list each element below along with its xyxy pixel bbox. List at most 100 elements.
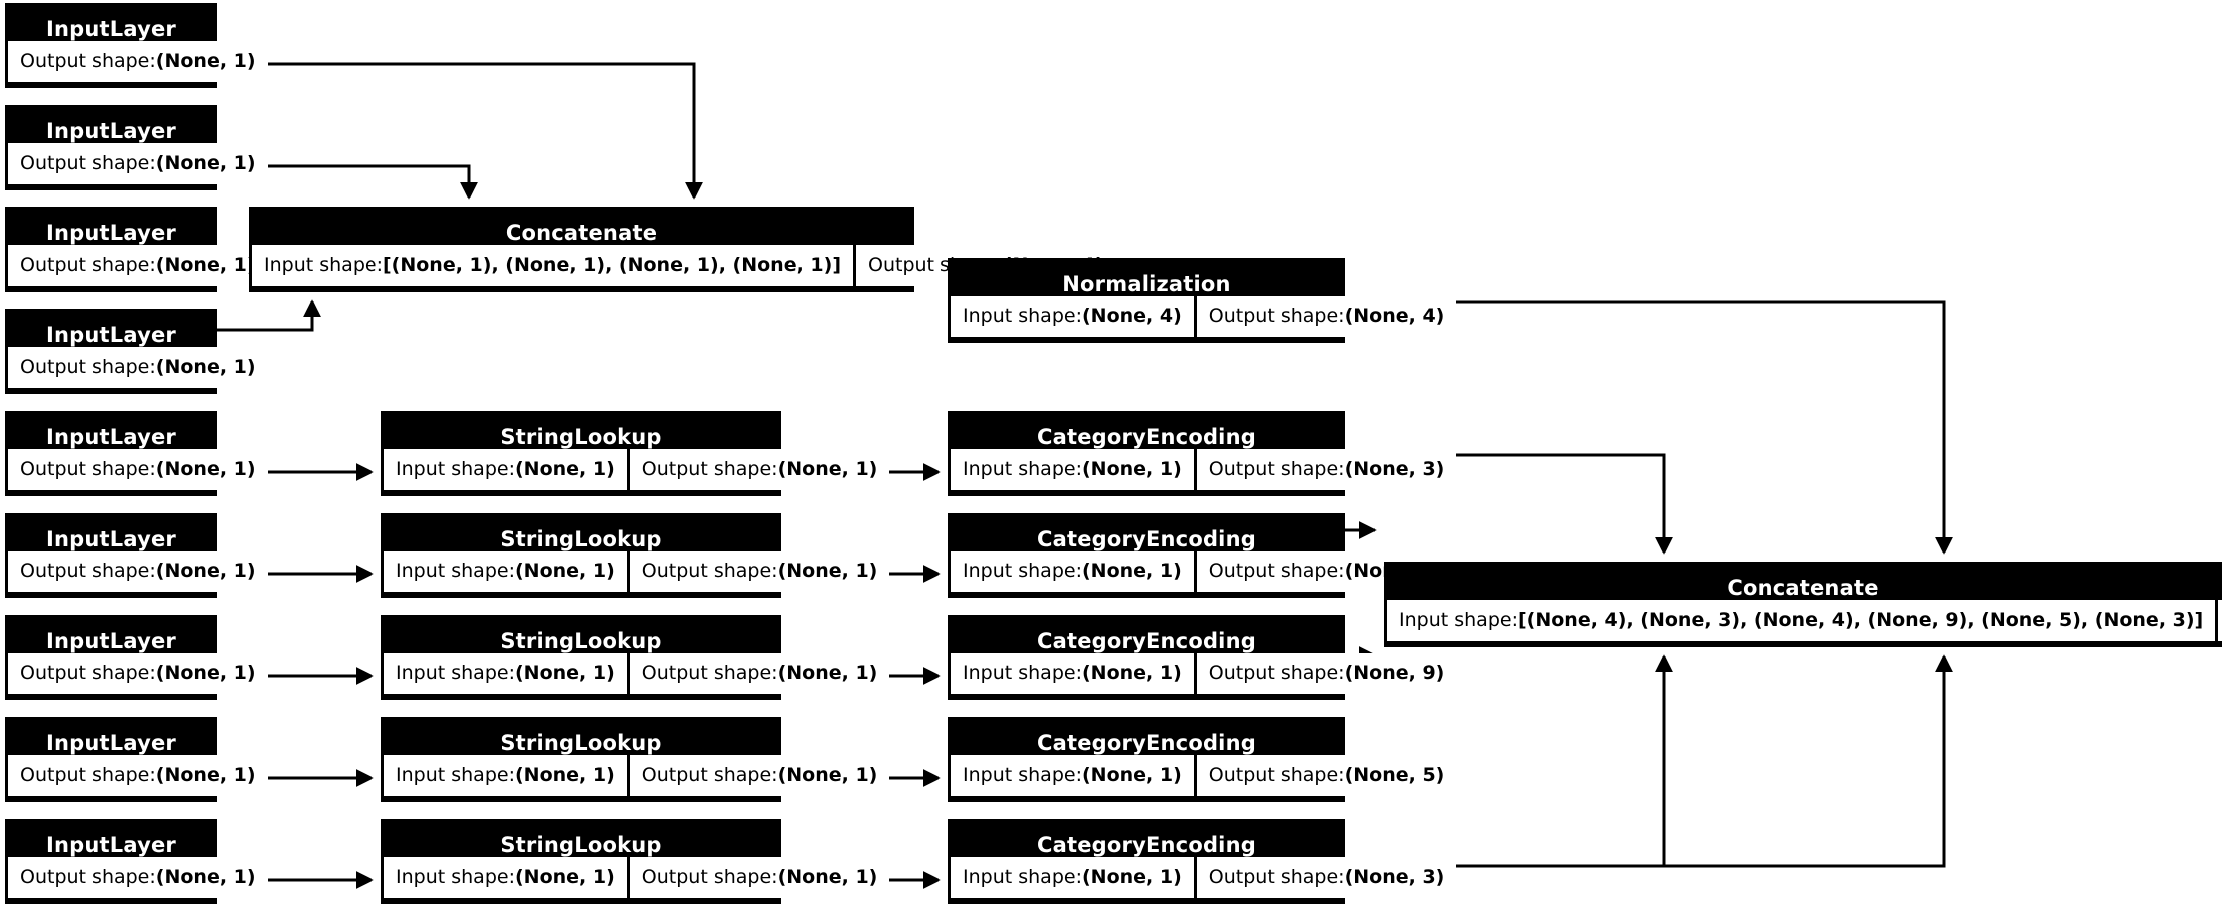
input-shape-label: Input shape:	[396, 662, 515, 684]
output-shape-cell: Output shape:(None, 3)	[1196, 449, 1457, 490]
output-shape-value: (None, 1)	[777, 764, 878, 786]
output-shape-cell: Output shape:(None, 1)	[629, 857, 890, 898]
output-shape-cell: Output shape:(None, 1)	[8, 347, 268, 388]
shape-row: Output shape:(None, 1)	[8, 551, 268, 595]
output-shape-value: (None, 4)	[1344, 305, 1445, 327]
layer-type-label: StringLookup	[384, 618, 778, 653]
output-shape-label: Output shape:	[1208, 305, 1345, 327]
output-shape-value: (None, 3)	[1344, 458, 1445, 480]
input-shape-label: Input shape:	[963, 764, 1082, 786]
output-shape-cell: Output shape:(None, 1)	[629, 755, 890, 796]
input-shape-cell: Input shape:[(None, 1), (None, 1), (None…	[252, 245, 853, 286]
input-shape-value: (None, 1)	[514, 662, 615, 684]
output-shape-label: Output shape:	[20, 458, 156, 480]
output-shape-cell: Output shape:(None, 1)	[8, 857, 268, 898]
shape-row: Output shape:(None, 1)	[8, 755, 268, 799]
shape-row: Output shape:(None, 1)	[8, 347, 268, 391]
output-shape-cell: Output shape:(None, 1)	[8, 245, 268, 286]
output-shape-value: (None, 1)	[155, 152, 256, 174]
output-shape-value: (None, 1)	[777, 458, 878, 480]
output-shape-cell: Output shape:(None, 5)	[1196, 755, 1457, 796]
shape-row: Input shape:(None, 1) Output shape:(None,…	[384, 551, 890, 595]
output-shape-cell: Output shape:(None, 1)	[8, 653, 268, 694]
output-shape-value: (None, 1)	[155, 356, 256, 378]
input-shape-label: Input shape:	[396, 764, 515, 786]
shape-row: Input shape:(None, 1) Output shape:(None,…	[951, 755, 1457, 799]
layer-type-label: CategoryEncoding	[951, 414, 1342, 449]
shape-row: Output shape:(None, 1)	[8, 245, 268, 289]
layer-type-label: InputLayer	[8, 210, 214, 245]
output-shape-cell: Output shape:(None, 9)	[1196, 653, 1457, 694]
output-shape-label: Output shape:	[641, 560, 778, 582]
output-shape-label: Output shape:	[641, 866, 778, 888]
output-shape-cell: Output shape:(None, 1)	[8, 41, 268, 82]
input-shape-cell: Input shape:(None, 1)	[951, 857, 1194, 898]
input-shape-value: (None, 4)	[1081, 305, 1182, 327]
layer-type-label: InputLayer	[8, 516, 214, 551]
output-shape-label: Output shape:	[20, 662, 156, 684]
input-shape-cell: Input shape:(None, 1)	[384, 551, 627, 592]
shape-row: Input shape:(None, 1)Output shape:(None,…	[384, 653, 890, 697]
input-shape-value: (None, 1)	[1081, 560, 1182, 582]
output-shape-value: (None, 1)	[155, 254, 256, 276]
output-shape-value: (None, 9)	[1344, 662, 1445, 684]
output-shape-value: (None, 1)	[155, 50, 256, 72]
output-shape-value: (None, 1)	[155, 662, 256, 684]
output-shape-cell: Output shape:(None, 3)	[1196, 857, 1457, 898]
edge-input_1-to-concat_num	[217, 62, 703, 200]
input-shape-label: Input shape:	[264, 254, 383, 276]
shape-row: Input shape:(None, 1)Output shape:(None,…	[951, 449, 1457, 493]
input-shape-label: Input shape:	[396, 866, 515, 888]
layer-type-label: InputLayer	[8, 6, 214, 41]
input-shape-value: (None, 1)	[514, 458, 615, 480]
layer-type-label: CategoryEncoding	[951, 618, 1342, 653]
output-shape-cell: Output shape:(None, 1)	[8, 449, 268, 490]
shape-row: Output shape:(None, 1)	[8, 653, 268, 697]
layer-type-label: CategoryEncoding	[951, 822, 1342, 857]
input-shape-value: (None, 1)	[514, 764, 615, 786]
shape-row: Input shape:(None, 1)Output shape:(None,…	[384, 755, 890, 799]
output-shape-label: Output shape:	[20, 764, 156, 786]
layer-type-label: StringLookup	[384, 822, 778, 857]
output-shape-label: Output shape:	[1208, 458, 1345, 480]
output-shape-value: (None, 1)	[777, 662, 878, 684]
input-shape-cell: Input shape:(None, 1)	[951, 653, 1194, 694]
output-shape-value: (None, 1)	[777, 560, 878, 582]
shape-row: Input shape:(None, 1)Output shape:(None,…	[384, 857, 890, 901]
input-shape-value: [(None, 4), (None, 3), (None, 4), (None,…	[1517, 609, 2204, 631]
input-shape-cell: Input shape:(None, 4)	[951, 296, 1194, 337]
output-shape-cell: Output shape:(None, 1)	[8, 551, 268, 592]
input-shape-label: Input shape:	[1399, 609, 1518, 631]
output-shape-label: Output shape:	[20, 356, 156, 378]
shape-row: Output shape:(None, 1)	[8, 449, 268, 493]
edge-normalization-to-concat_all	[1345, 300, 1953, 555]
layer-type-label: CategoryEncoding	[951, 720, 1342, 755]
input-shape-cell: Input shape:(None, 1)	[951, 449, 1194, 490]
input-shape-label: Input shape:	[963, 866, 1082, 888]
output-shape-value: (None, 5)	[1344, 764, 1445, 786]
input-shape-value: (None, 1)	[1081, 764, 1182, 786]
